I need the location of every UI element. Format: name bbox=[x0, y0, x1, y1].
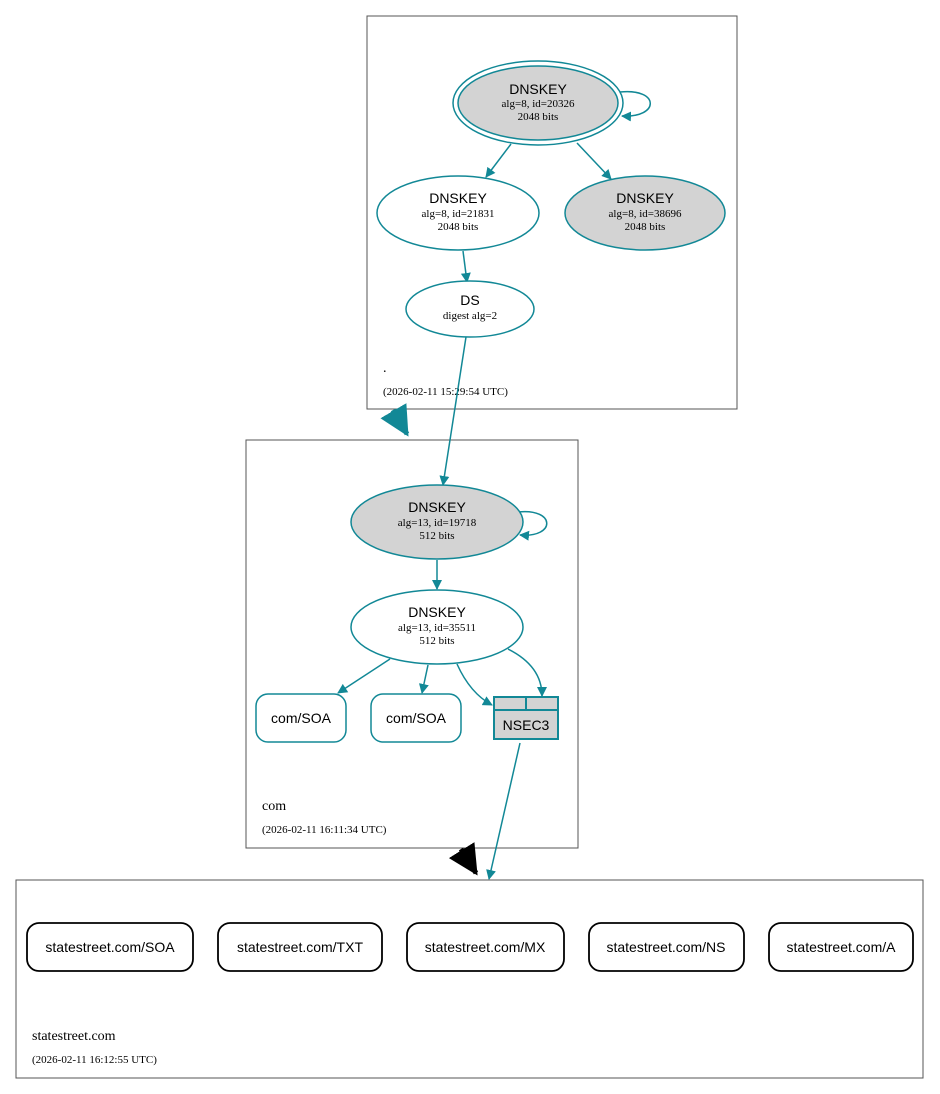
zone-statestreet: statestreet.com (2026-02-11 16:12:55 UTC… bbox=[15, 879, 924, 1079]
node-ss-txt[interactable]: statestreet.com/TXT bbox=[217, 922, 383, 972]
node-ss-mx-label: statestreet.com/MX bbox=[425, 939, 546, 955]
node-com-zsk[interactable]: DNSKEY alg=13, id=35511 512 bits bbox=[350, 589, 524, 665]
node-ss-ns[interactable]: statestreet.com/NS bbox=[588, 922, 745, 972]
zone-statestreet-border bbox=[15, 879, 924, 1079]
edge-com-zsk-to-nsec3-a bbox=[456, 663, 493, 706]
node-ss-mx[interactable]: statestreet.com/MX bbox=[406, 922, 565, 972]
edge-ds-to-com-ksk bbox=[439, 336, 467, 486]
node-root-ksk-title: DNSKEY bbox=[509, 81, 567, 97]
node-ss-txt-label: statestreet.com/TXT bbox=[237, 939, 363, 955]
edge-com-ksk-self bbox=[517, 510, 548, 541]
node-com-zsk-title: DNSKEY bbox=[408, 604, 466, 620]
zone-statestreet-name: statestreet.com bbox=[32, 1029, 116, 1044]
zone-com-name: com bbox=[262, 799, 286, 814]
node-ss-soa[interactable]: statestreet.com/SOA bbox=[26, 922, 194, 972]
node-root-ds-digest: digest alg=2 bbox=[443, 310, 497, 322]
node-root-ksk-alg: alg=8, id=20326 bbox=[502, 98, 575, 110]
node-root-zsk-38696-alg: alg=8, id=38696 bbox=[609, 208, 682, 220]
node-root-ds[interactable]: DS digest alg=2 bbox=[405, 280, 535, 338]
edge-21831-to-ds bbox=[460, 250, 471, 283]
node-com-zsk-bits: 512 bits bbox=[419, 635, 454, 647]
node-com-ksk-alg: alg=13, id=19718 bbox=[398, 517, 477, 529]
node-root-zsk-38696-title: DNSKEY bbox=[616, 190, 674, 206]
node-root-zsk-21831-alg: alg=8, id=21831 bbox=[422, 208, 495, 220]
zone-root: . (2026-02-11 15:29:54 UTC) bbox=[366, 15, 738, 410]
node-ss-a[interactable]: statestreet.com/A bbox=[768, 922, 914, 972]
edge-com-zsk-to-nsec3-b bbox=[507, 648, 547, 697]
edges bbox=[337, 90, 651, 880]
node-root-ksk-bits: 2048 bits bbox=[518, 111, 559, 123]
zone-root-timestamp: (2026-02-11 15:29:54 UTC) bbox=[383, 386, 508, 398]
node-com-ksk[interactable]: DNSKEY alg=13, id=19718 512 bits bbox=[350, 484, 524, 560]
zone-statestreet-timestamp: (2026-02-11 16:12:55 UTC) bbox=[32, 1054, 157, 1066]
edge-nsec3-to-statestreet bbox=[486, 742, 521, 880]
edge-com-zsk-to-soa1 bbox=[337, 658, 391, 694]
node-com-ksk-title: DNSKEY bbox=[408, 499, 466, 515]
node-ss-a-label: statestreet.com/A bbox=[787, 939, 897, 955]
edge-com-zsk-to-soa2 bbox=[418, 664, 429, 694]
edge-root-ksk-self bbox=[619, 90, 651, 122]
node-com-zsk-alg: alg=13, id=35511 bbox=[398, 622, 476, 634]
node-com-nsec3-label: NSEC3 bbox=[503, 717, 550, 733]
node-root-zsk-38696[interactable]: DNSKEY alg=8, id=38696 2048 bits bbox=[564, 175, 726, 251]
edge-root-ksk-to-38696 bbox=[576, 142, 612, 180]
node-com-soa-2[interactable]: com/SOA bbox=[370, 693, 462, 743]
node-root-ds-title: DS bbox=[460, 292, 479, 308]
zone-com: com (2026-02-11 16:11:34 UTC) bbox=[245, 439, 579, 849]
node-root-zsk-21831-title: DNSKEY bbox=[429, 190, 487, 206]
node-root-zsk-21831[interactable]: DNSKEY alg=8, id=21831 2048 bits bbox=[376, 175, 540, 251]
node-ss-ns-label: statestreet.com/NS bbox=[606, 939, 725, 955]
delegation-com-to-statestreet bbox=[448, 842, 479, 876]
node-root-zsk-21831-bits: 2048 bits bbox=[438, 221, 479, 233]
node-com-soa-2-label: com/SOA bbox=[386, 710, 447, 726]
node-com-nsec3[interactable]: NSEC3 bbox=[493, 696, 559, 740]
zone-root-border bbox=[366, 15, 738, 410]
zone-com-timestamp: (2026-02-11 16:11:34 UTC) bbox=[262, 824, 387, 836]
node-ss-soa-label: statestreet.com/SOA bbox=[45, 939, 175, 955]
zone-com-border bbox=[245, 439, 579, 849]
delegation-root-to-com bbox=[380, 403, 410, 437]
node-com-ksk-bits: 512 bits bbox=[419, 530, 454, 542]
node-root-zsk-38696-bits: 2048 bits bbox=[625, 221, 666, 233]
zone-root-name: . bbox=[383, 361, 387, 376]
node-com-soa-1[interactable]: com/SOA bbox=[255, 693, 347, 743]
edge-root-ksk-to-21831 bbox=[485, 143, 512, 178]
node-root-ksk[interactable]: DNSKEY alg=8, id=20326 2048 bits bbox=[452, 60, 624, 146]
node-com-soa-1-label: com/SOA bbox=[271, 710, 332, 726]
